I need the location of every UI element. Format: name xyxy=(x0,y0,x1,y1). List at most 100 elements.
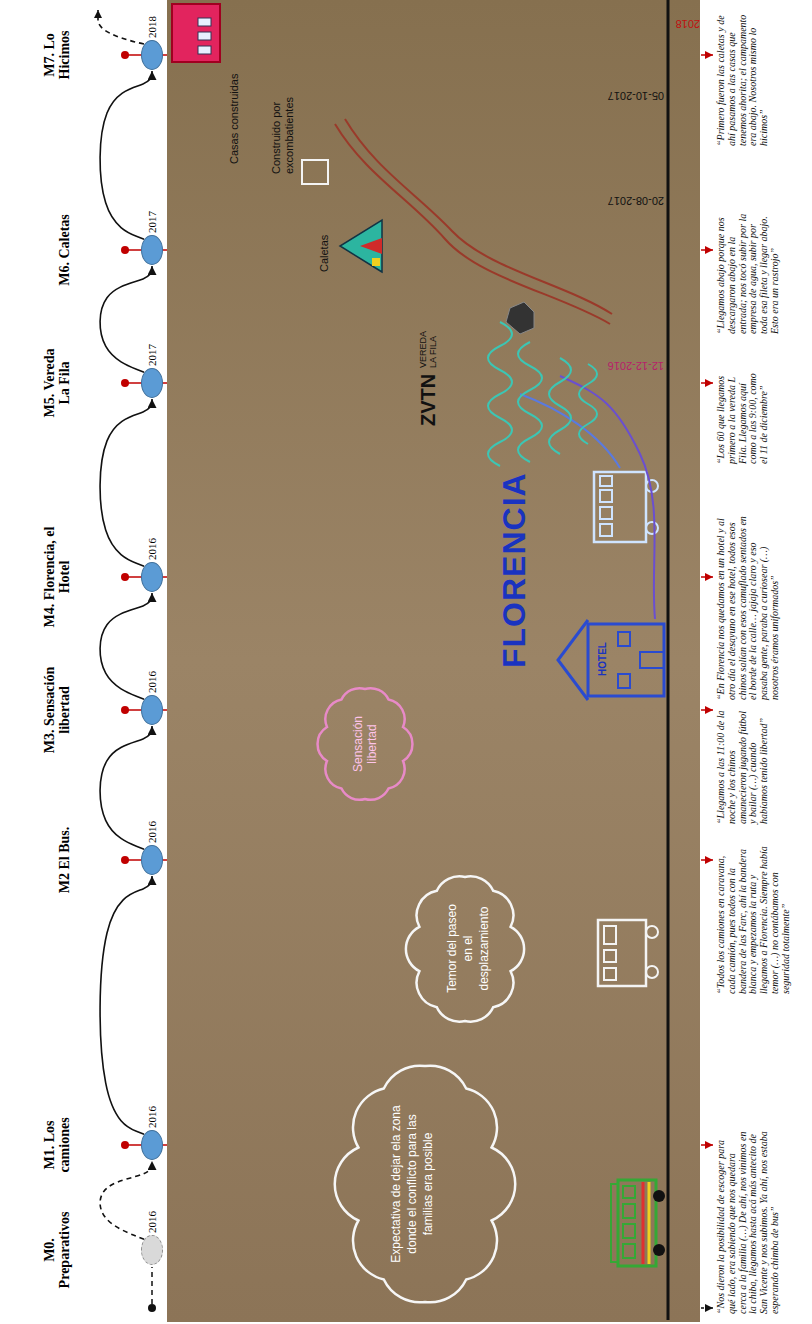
milestone-title: M2 El Bus. xyxy=(57,815,73,905)
hotel-window xyxy=(618,632,630,646)
tent-door xyxy=(360,238,382,254)
truck-body xyxy=(618,1180,656,1266)
red-arrow xyxy=(701,859,713,861)
truck-stripe xyxy=(642,1182,645,1264)
hotel-roof xyxy=(558,620,588,700)
red-arrow xyxy=(701,709,713,711)
milestone-circle: M7. Lo Hicimos2018 xyxy=(141,40,163,70)
date-label: 2018 xyxy=(676,18,700,29)
timeline-arrow xyxy=(100,593,152,699)
milestone-circle: M4. Florencia, el Hotel2016 xyxy=(141,562,163,592)
bus-body xyxy=(594,472,646,542)
year-label: 2017 xyxy=(147,211,158,233)
thought-cloud xyxy=(335,1066,515,1303)
red-dot xyxy=(121,379,129,387)
year-label: 2016 xyxy=(147,671,158,693)
red-dot xyxy=(121,51,129,59)
handwritten-note: Caletas xyxy=(318,235,330,272)
bus-window xyxy=(600,507,612,519)
handwritten-note: Casas construidas xyxy=(228,44,241,164)
route-line xyxy=(560,376,655,619)
bus-window xyxy=(600,524,612,536)
bus-window xyxy=(600,476,612,486)
red-arrow xyxy=(701,576,713,578)
red-arrow xyxy=(701,382,713,384)
thought-cloud xyxy=(318,688,413,800)
red-arrow xyxy=(701,54,713,56)
bus-wheel xyxy=(646,926,658,938)
red-dot xyxy=(121,573,129,581)
quote-text: “Todos los camiones en caravana, cada ca… xyxy=(716,844,792,994)
mountain-sketch xyxy=(518,342,542,462)
bus-window xyxy=(604,968,616,980)
quote-text: “Llegamos a las 11:00 de la noche y los … xyxy=(716,706,770,824)
year-label: 2016 xyxy=(147,1106,158,1128)
place-name: ZVTN xyxy=(418,374,438,426)
milestone-title: M1. Los camiones xyxy=(42,1105,73,1185)
quote-text: “Primero fueron las caletas y de ahí pas… xyxy=(716,14,770,146)
year-label: 2016 xyxy=(147,538,158,560)
milestone-circle: M5. Vereda La Fila2017 xyxy=(141,368,163,398)
road-sketch xyxy=(345,119,612,314)
timeline-arrow xyxy=(100,876,152,1134)
mountain-sketch xyxy=(549,358,571,454)
quote-text: “En Florencia nos quedamos en un hotel y… xyxy=(716,514,781,700)
truck-window xyxy=(623,1186,635,1198)
timeline-arrow xyxy=(100,1161,152,1239)
truck-window xyxy=(623,1244,635,1258)
house-window xyxy=(198,18,211,26)
place-name: VEREDA LA FILA xyxy=(418,323,439,368)
bus-window xyxy=(604,926,616,944)
year-label: 2018 xyxy=(147,16,158,38)
start-dot xyxy=(148,1304,156,1312)
house-window xyxy=(198,46,211,54)
milestone-title: M4. Florencia, el Hotel xyxy=(42,515,73,640)
bus-wheel xyxy=(646,522,658,534)
handwritten-note: Temor del paseo en el desplazamiento xyxy=(444,896,492,1001)
drawn-timeline xyxy=(667,0,670,1320)
hotel-door xyxy=(640,652,664,668)
bus-window xyxy=(604,950,616,962)
tent-sketch xyxy=(340,220,382,272)
thought-cloud xyxy=(406,876,524,1021)
place-name: FLORENCIA xyxy=(498,472,530,668)
timeline-arrow xyxy=(100,726,152,849)
handwritten-note: Expectativa de dejar ela zona donde el c… xyxy=(388,1104,436,1264)
milestone-title: M3. Sensación libertad xyxy=(42,660,73,760)
bus-wheel xyxy=(646,966,658,978)
truck-window xyxy=(623,1204,635,1218)
dashed-arrow xyxy=(98,10,144,44)
dashed-arrow xyxy=(701,1307,713,1309)
red-dot xyxy=(121,856,129,864)
red-dot xyxy=(121,246,129,254)
red-dot xyxy=(121,1141,129,1149)
house-window xyxy=(198,32,211,40)
milestone-circle: M1. Los camiones2016 xyxy=(141,1130,163,1160)
red-arrow xyxy=(701,1144,713,1146)
milestone-circle: M6. Caletas2017 xyxy=(141,235,163,265)
handwritten-note: Construido por excombatientes xyxy=(270,44,296,174)
hotel-building xyxy=(588,624,664,696)
date-label: 05-10-2017 xyxy=(608,90,664,101)
house-sketch xyxy=(172,4,220,62)
bus-body xyxy=(598,920,646,986)
bus-window xyxy=(600,490,612,502)
road-sketch xyxy=(335,124,610,324)
rock-sketch xyxy=(506,302,534,334)
dashed-line xyxy=(151,1267,153,1304)
quote-text: “Nos dieron la posibilidad de escoger pa… xyxy=(716,1129,781,1314)
truck-wheel xyxy=(653,1244,665,1256)
hotel-window xyxy=(618,674,630,688)
milestone-circle: M0. Preparativos2016 xyxy=(141,1235,163,1265)
timeline-arrow xyxy=(100,71,152,239)
year-label: 2016 xyxy=(147,821,158,843)
milestone-circle: M2 El Bus.2016 xyxy=(141,845,163,875)
red-arrow xyxy=(701,249,713,251)
milestone-title: M7. Lo Hicimos xyxy=(42,20,73,90)
timeline-arrow xyxy=(100,266,152,372)
tent-patch xyxy=(372,258,380,266)
mountain-sketch xyxy=(579,364,597,444)
milestone-title: M0. Preparativos xyxy=(42,1200,73,1300)
year-label: 2016 xyxy=(147,1211,158,1233)
mountain-sketch xyxy=(488,322,512,466)
